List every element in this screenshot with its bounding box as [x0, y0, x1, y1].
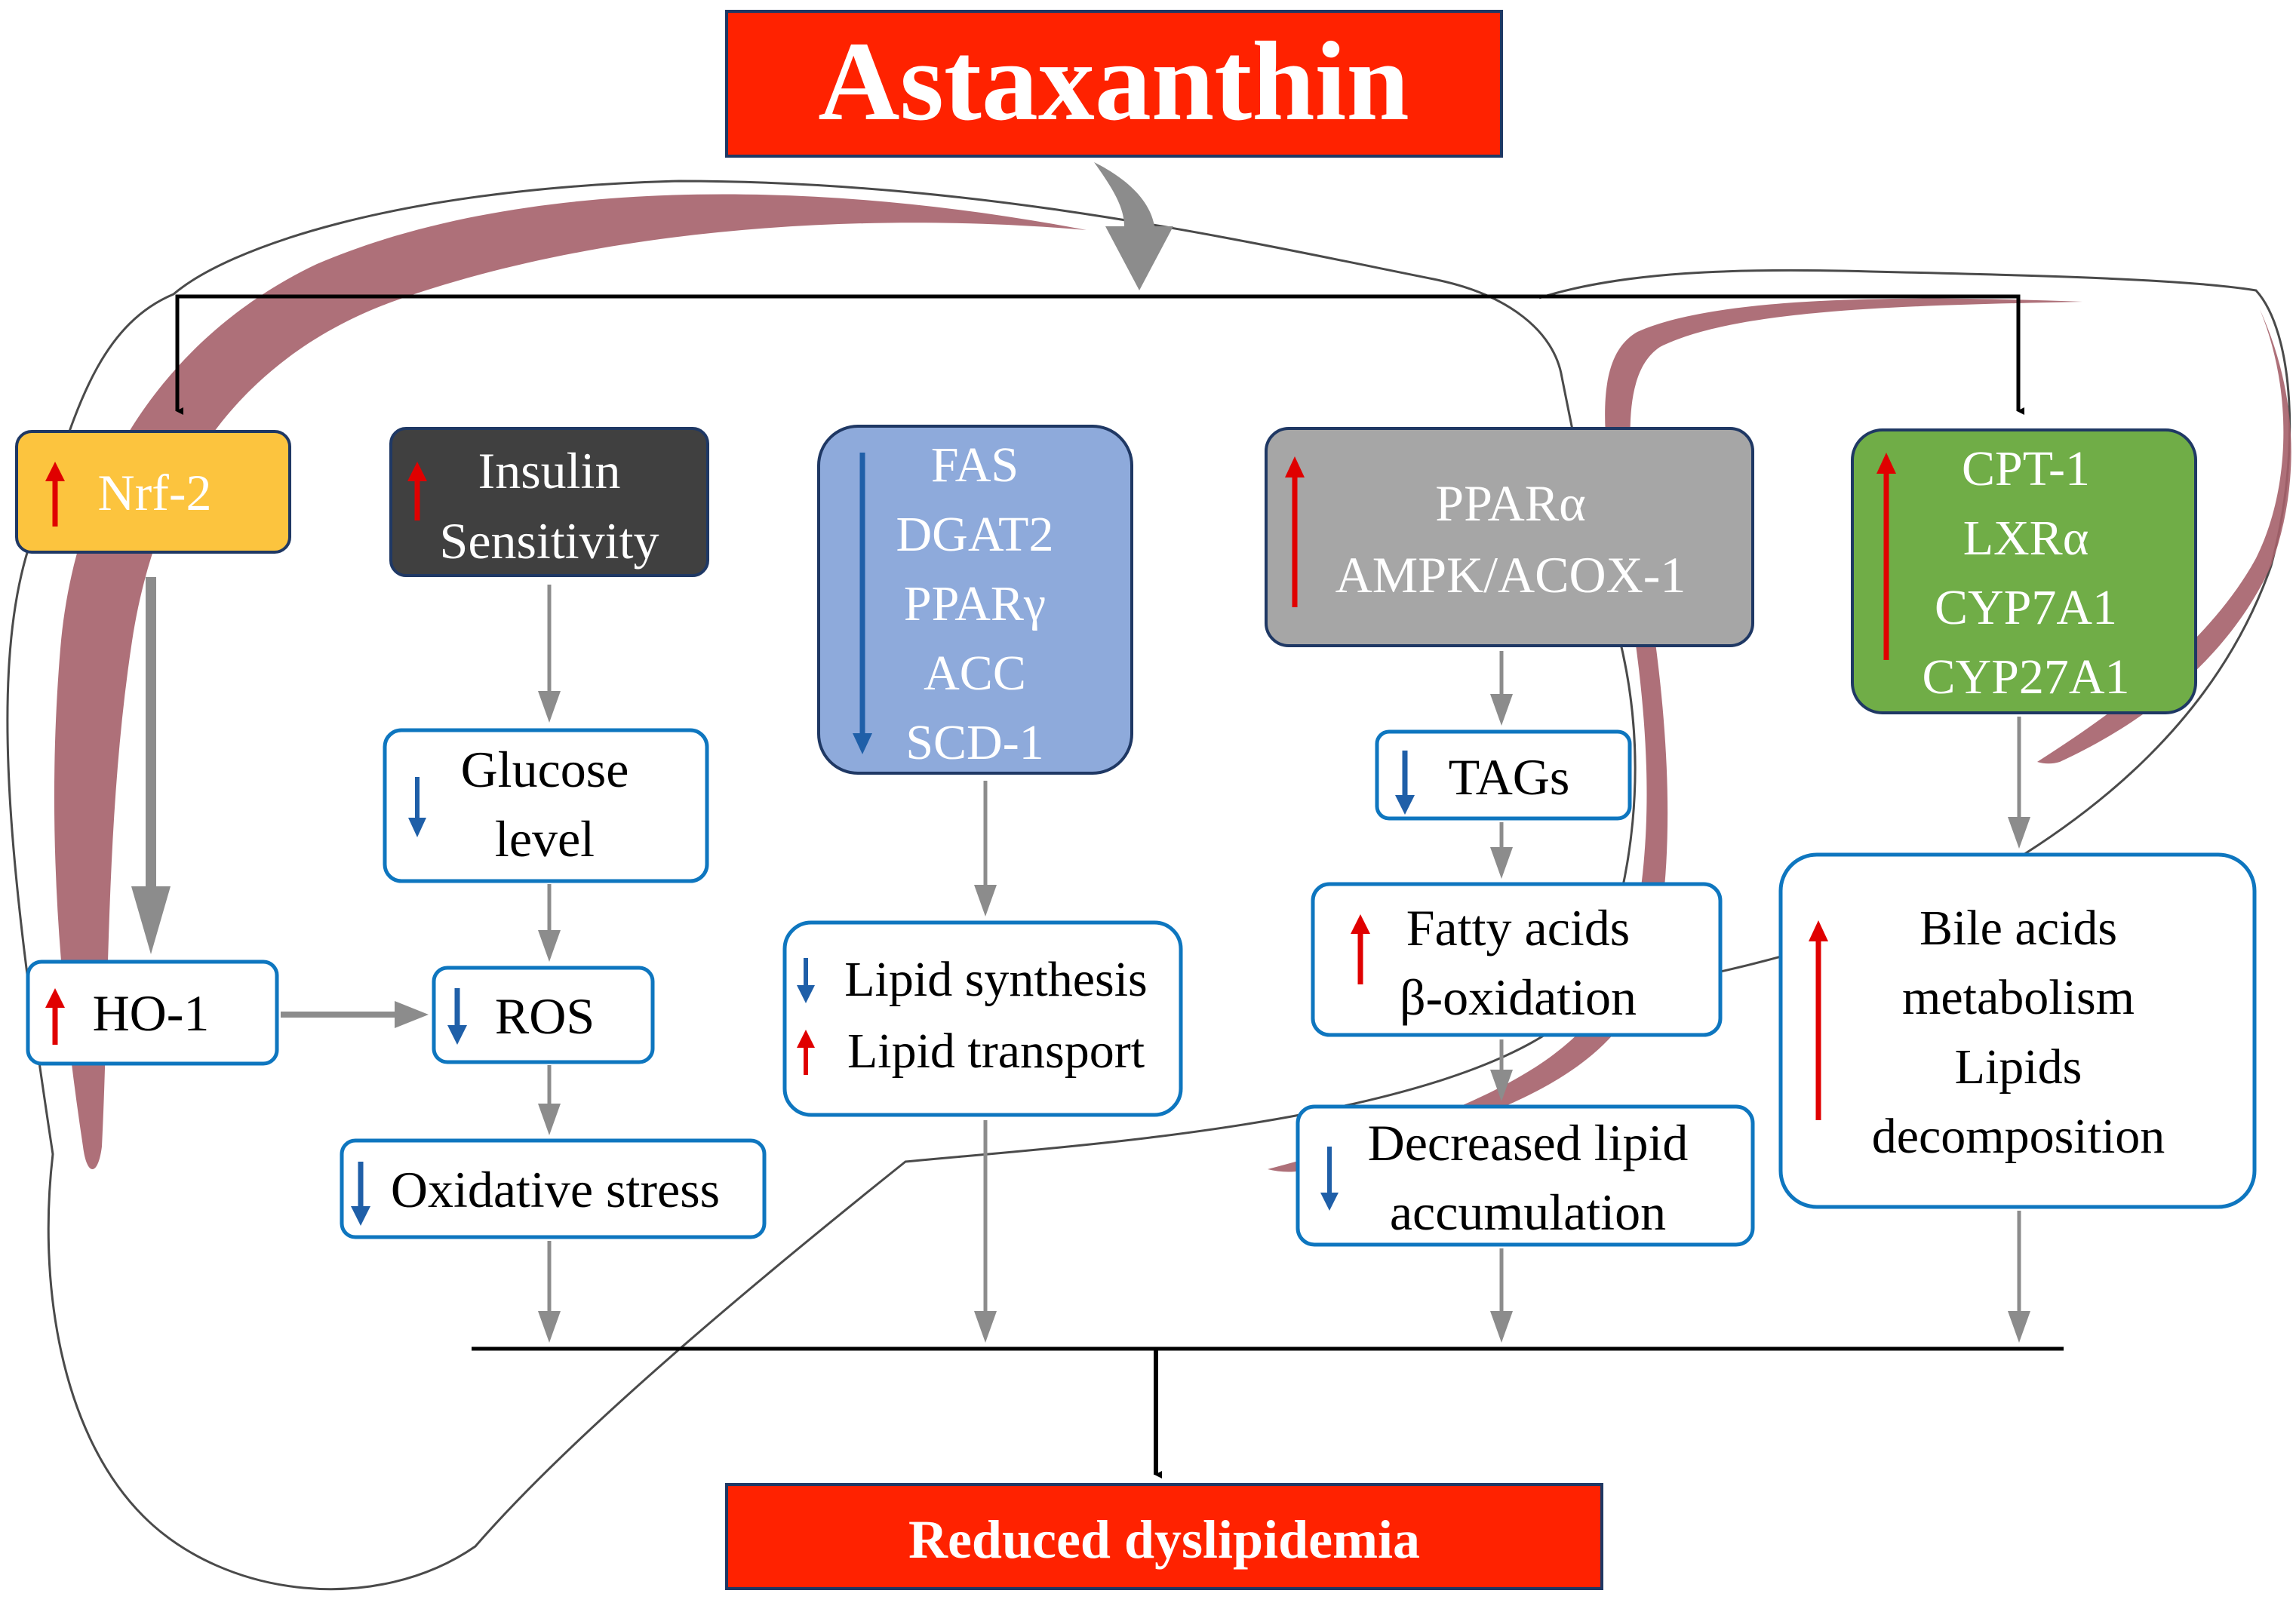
ho1-box	[26, 960, 279, 1066]
enzyme-item: PPARγ	[904, 576, 1046, 631]
gray-arrow-head	[538, 930, 561, 962]
up-arrow-head	[797, 1030, 815, 1048]
down-arrow-head	[853, 733, 872, 754]
bile-item: Bile acids	[1919, 901, 2117, 956]
enzyme-item: SCD-1	[905, 715, 1043, 770]
decreased-line2: accumulation	[1390, 1184, 1666, 1241]
gray-arrow-head	[2008, 817, 2030, 849]
cpt-item: CYP27A1	[1922, 649, 2129, 705]
down-arrow-head	[408, 818, 426, 837]
nrf2-box	[15, 430, 291, 554]
gray-arrow-head	[2008, 1311, 2030, 1343]
ppar-line1: PPARα	[1435, 474, 1585, 532]
down-arrow-head	[1395, 795, 1415, 815]
glucose-box	[383, 728, 709, 883]
enzyme-item: ACC	[924, 646, 1026, 701]
oxidative-box	[340, 1138, 767, 1239]
gray-arrow-head	[1490, 847, 1513, 879]
cpt-item: LXRα	[1963, 511, 2089, 566]
ppar-box	[1265, 427, 1754, 647]
glucose-line1: Glucose	[461, 741, 629, 798]
insulin-box	[389, 427, 709, 577]
tags-label: TAGs	[1449, 748, 1570, 806]
bile-box	[1778, 852, 2257, 1209]
glucose-line2: level	[495, 810, 595, 867]
gray-arrow-head	[1490, 694, 1513, 726]
tags-box	[1375, 729, 1632, 821]
up-arrow-head	[407, 462, 427, 481]
insulin-line1: Insulin	[478, 442, 621, 499]
lipid-transport-label: Lipid transport	[847, 1024, 1145, 1079]
cpt-item: CPT-1	[1962, 441, 2090, 496]
gray-arrow-head	[974, 885, 997, 917]
direction-arrows	[45, 453, 1896, 1226]
down-arrow-head	[797, 985, 815, 1003]
down-arrow-head	[1320, 1193, 1339, 1211]
fatty-box	[1311, 882, 1723, 1037]
enzymes-box	[817, 425, 1133, 775]
decreased-line1: Decreased lipid	[1368, 1114, 1689, 1171]
ho1-label: HO-1	[93, 984, 210, 1042]
nrf2-label: Nrf-2	[97, 464, 211, 521]
title-text: Astaxanthin	[818, 19, 1409, 144]
bile-item: Lipids	[1955, 1039, 2082, 1095]
gray-arrow-head	[1490, 1311, 1513, 1343]
down-arrow-head	[351, 1206, 370, 1226]
up-arrow-head	[45, 462, 65, 481]
up-arrow-head	[1285, 456, 1305, 477]
cpt-item: CYP7A1	[1935, 580, 2117, 635]
ros-label: ROS	[495, 987, 595, 1045]
bile-item: metabolism	[1902, 970, 2135, 1025]
oxidative-label: Oxidative stress	[391, 1161, 720, 1218]
gray-arrow-head	[538, 1311, 561, 1343]
up-arrow-head	[1809, 920, 1828, 941]
decreased-box	[1296, 1104, 1755, 1247]
gray-arrow-head	[538, 1104, 561, 1135]
title-curved-arrow	[1094, 162, 1173, 290]
enzyme-item: DGAT2	[896, 507, 1054, 562]
up-arrow-head	[1351, 914, 1370, 934]
gray-arrow-head	[395, 1001, 429, 1028]
up-arrow-head	[45, 988, 65, 1008]
title-box	[725, 10, 1503, 158]
gray-arrow-head	[974, 1311, 997, 1343]
outcome-box	[725, 1483, 1603, 1590]
lipid-box	[782, 920, 1183, 1117]
fatty-line1: Fatty acids	[1406, 899, 1631, 956]
ros-box	[432, 966, 655, 1064]
gray-arrow-head	[538, 691, 561, 723]
ppar-line2: AMPK/ACOX-1	[1335, 546, 1686, 603]
outcome-text: Reduced dyslipidemia	[908, 1509, 1420, 1570]
insulin-line2: Sensitivity	[440, 512, 659, 570]
gray-arrows	[131, 577, 2030, 1343]
gray-arrow-head	[1490, 1070, 1513, 1101]
up-arrow-head	[1876, 453, 1896, 474]
enzyme-item: FAS	[931, 438, 1019, 493]
lipid-synthesis-label: Lipid synthesis	[844, 952, 1148, 1007]
fatty-line2: β-oxidation	[1400, 969, 1637, 1026]
down-arrow-head	[447, 1025, 467, 1045]
cpt-box	[1851, 428, 2197, 714]
bile-item: decomposition	[1872, 1109, 2165, 1164]
gray-arrow-head	[131, 886, 171, 954]
